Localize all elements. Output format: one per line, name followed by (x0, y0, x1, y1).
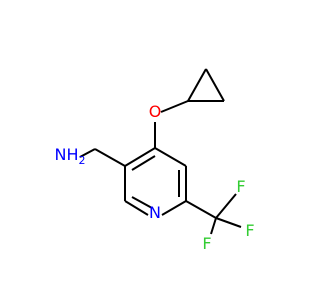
trifluoromethyl-bonds (185, 193, 242, 235)
aminomethyl-bonds (79, 148, 126, 167)
molecule-diagram: O N NH2 F F F (54, 68, 255, 253)
amine-h-subscript: 2 (79, 154, 86, 167)
oxygen-atom: O (149, 102, 162, 121)
ring-nitrogen-atom: N (149, 203, 161, 222)
ether-bonds (154, 100, 189, 148)
fluorine-atom-right: F (245, 221, 254, 240)
amine-group: NH2 (55, 145, 86, 167)
amine-label: NH (55, 145, 79, 164)
cyclopropyl-ring (187, 68, 225, 102)
fluorine-atom-top: F (236, 177, 245, 196)
fluorine-atom-bottom: F (202, 234, 211, 253)
pyridine-ring (124, 147, 187, 216)
